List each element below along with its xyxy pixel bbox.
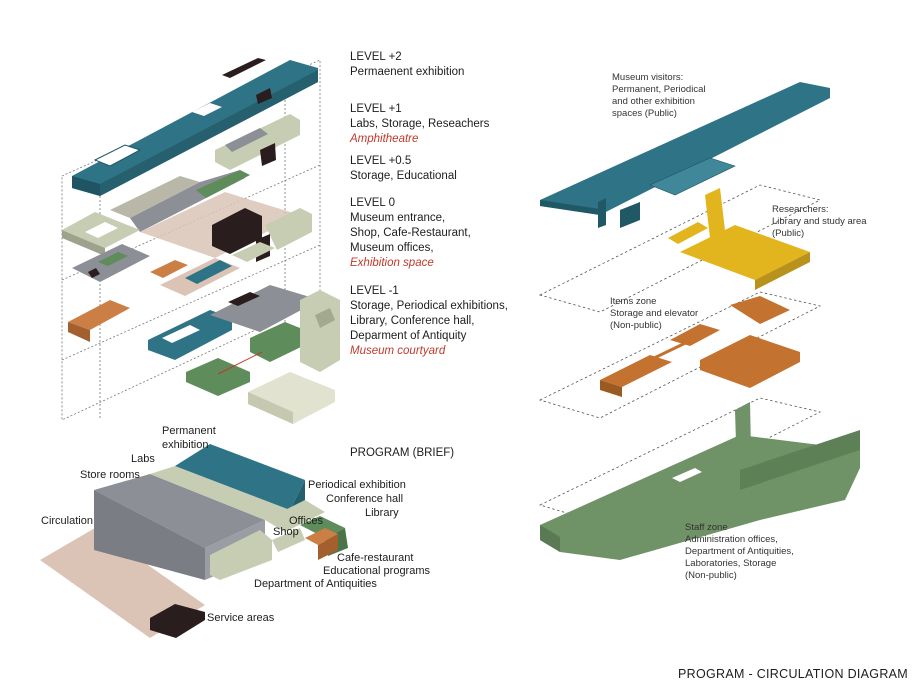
level-heading: LEVEL 0 — [350, 197, 395, 209]
diagram-title: PROGRAM - CIRCULATION DIAGRAM — [678, 667, 909, 681]
label-offices: Offices — [289, 515, 324, 527]
level-minus1-slab — [68, 285, 340, 424]
level-heading: LEVEL +1 — [350, 103, 402, 115]
zone-items-slab — [600, 296, 800, 397]
label-labs: Labs — [131, 453, 155, 465]
level-note: Museum courtyard — [350, 345, 446, 357]
label-library: Library — [365, 507, 399, 519]
label-conference: Conference hall — [326, 493, 404, 505]
level-plus05-label: LEVEL +0.5 Storage, Educational — [350, 154, 457, 184]
level-0-slab — [72, 242, 275, 296]
level-heading: LEVEL +0.5 — [350, 155, 412, 167]
program-heading: PROGRAM (BRIEF) — [350, 447, 455, 459]
label-store-rooms: Store rooms — [80, 469, 140, 481]
label-antiquities: Department of Antiquities — [254, 578, 377, 590]
label-circulation: Circulation — [41, 515, 93, 527]
level-note: Amphitheatre — [350, 133, 419, 145]
level-minus1-label: LEVEL -1 Storage, Periodical exhibitions… — [350, 284, 508, 359]
level-desc: Museum entrance,Shop, Cafe-Restaurant,Mu… — [350, 212, 471, 254]
zone-researchers-slab — [668, 188, 810, 290]
zone-frames — [538, 184, 822, 524]
label-service: Service areas — [207, 612, 275, 624]
zone-researchers-label: Researchers:Library and study area(Publi… — [772, 204, 867, 239]
label-shop: Shop — [273, 526, 299, 538]
zone-visitors-slab — [540, 82, 830, 228]
level-note: Exhibition space — [350, 257, 434, 269]
level-plus2-label: LEVEL +2 Permaenent exhibition — [350, 50, 464, 80]
label-educational: Educational programs — [323, 565, 431, 577]
level-desc: Storage, Educational — [350, 170, 457, 182]
level-heading: LEVEL -1 — [350, 285, 399, 297]
level-heading: LEVEL +2 — [350, 51, 402, 63]
level-plus1-label: LEVEL +1 Labs, Storage, Reseachers Amphi… — [350, 102, 489, 147]
label-cafe: Cafe-restaurant — [337, 552, 414, 564]
program-brief-blocks — [40, 444, 348, 638]
level-desc: Labs, Storage, Reseachers — [350, 118, 490, 130]
zone-staff-slab — [540, 402, 860, 560]
level-0-label: LEVEL 0 Museum entrance,Shop, Cafe-Resta… — [350, 196, 471, 271]
label-periodical: Periodical exhibition — [308, 479, 406, 491]
level-desc: Storage, Periodical exhibitions,Library,… — [350, 300, 508, 342]
level-desc: Permaenent exhibition — [350, 66, 465, 78]
level-plus1-slab — [62, 114, 300, 256]
level-plus2-slab — [72, 58, 318, 196]
